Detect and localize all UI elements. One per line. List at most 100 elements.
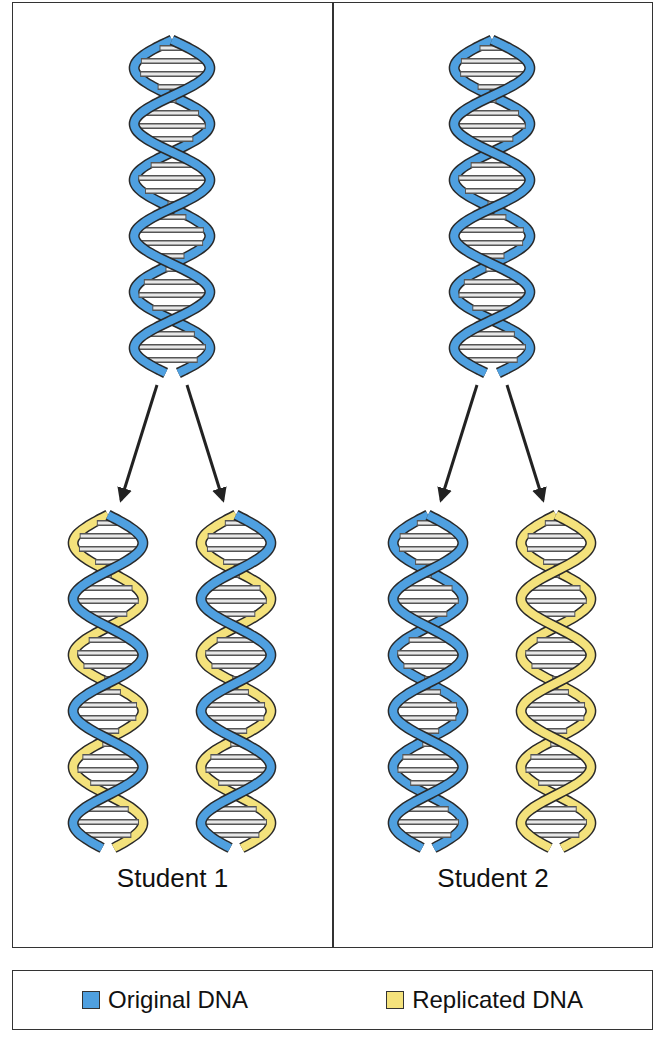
base-pair [406,834,451,837]
base-pair [397,598,459,604]
arrow [121,385,157,500]
base-pair [208,704,264,707]
base-pair [528,548,584,551]
base-pair [212,665,259,668]
base-pair [461,58,523,64]
base-pair [80,533,137,539]
base-pair [81,717,136,720]
dna-strand [134,40,210,373]
base-pair [86,834,131,837]
base-pair [80,715,137,721]
base-pair [531,756,580,759]
base-pair [205,598,267,604]
base-pair [397,819,459,825]
strand-outline [201,515,271,848]
base-pair [209,535,264,538]
base-pair [400,533,457,539]
base-pair [138,175,206,181]
base-pair [138,123,206,129]
strand-outline [521,515,591,848]
base-pair [527,702,585,708]
base-pair [398,821,458,824]
dna-strand [73,515,143,848]
base-pair [205,650,267,656]
base-pair [458,123,526,129]
base-pair [397,767,458,773]
base-pair [404,587,451,590]
base-pair [400,548,456,551]
base-pair [208,715,265,721]
base-pair [399,546,457,552]
base-pair [465,281,519,284]
base-pair [526,652,586,655]
base-pair [142,242,202,245]
base-pair [525,767,586,773]
base-pair [141,58,203,64]
base-pair [398,652,458,655]
base-pair [205,819,267,825]
arrow [507,385,543,500]
base-pair [401,717,456,720]
base-pair [146,190,198,193]
base-pair [141,240,203,246]
dna-helix [73,515,143,848]
base-pair [146,112,198,115]
base-pair [208,533,265,539]
base-pair [526,821,586,824]
dna-strand [393,515,463,848]
base-pair [466,190,518,193]
base-pair [525,819,587,825]
dna-helix [393,515,463,848]
base-pair [206,769,265,772]
base-pair [79,702,137,708]
arrow [187,385,223,500]
dna-strand [521,515,591,848]
dna-strand [73,515,143,848]
base-pair [214,834,259,837]
base-pair [398,600,458,603]
base-pair [212,587,259,590]
base-pair [208,548,264,551]
base-pair [142,60,202,63]
strand-outline [521,515,591,848]
base-pair [404,665,451,668]
base-pair [78,821,138,824]
base-pair [84,665,131,668]
base-pair [467,359,516,362]
label-holder: Student 2 [334,863,652,894]
legend-item: Replicated DNA [386,986,583,1014]
base-pair [529,717,584,720]
base-pair [459,292,526,298]
dna-strand [454,40,530,373]
base-pair [401,535,456,538]
base-pair [78,769,137,772]
dna-helix [521,515,591,848]
legend-text: Original DNA [108,986,248,1014]
base-pair [459,346,525,349]
strand-outline [134,40,210,373]
dna-helix [134,40,210,373]
base-pair [461,240,523,246]
base-pair [140,227,204,233]
dna-strand [201,515,271,848]
base-pair [403,756,452,759]
base-pair [84,587,131,590]
strand-outline [134,40,210,373]
base-pair [139,346,205,349]
base-pair [138,344,206,350]
base-pair [527,546,585,552]
base-pair [77,650,139,656]
base-pair [83,756,132,759]
base-pair [139,125,205,128]
label-holder: Student 1 [13,863,332,894]
base-pair [77,598,139,604]
base-pair [141,229,203,232]
base-pair [458,344,526,350]
strand-outline [73,515,143,848]
base-pair [147,359,196,362]
base-pair [141,73,203,76]
dna-strand [201,515,271,848]
base-pair [79,546,137,552]
dna-strand [134,40,210,373]
base-pair [400,715,457,721]
